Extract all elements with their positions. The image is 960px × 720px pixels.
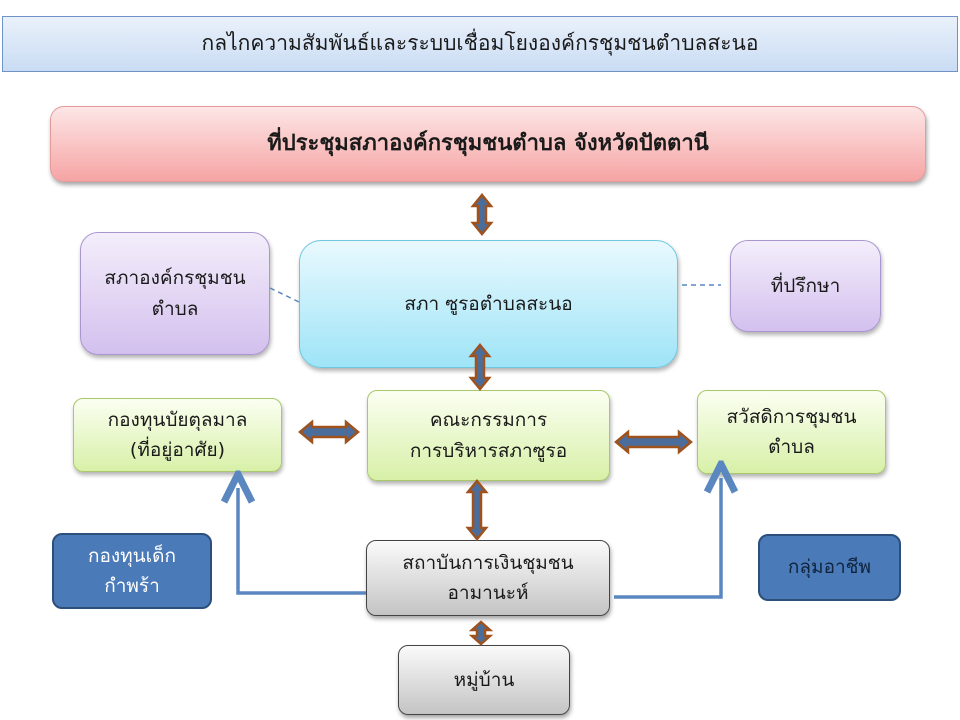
node-label-line1: คณะกรรมการ: [429, 409, 548, 432]
node-label-line2: ตำบล: [151, 297, 199, 320]
node-label-line2: อามานะห์: [447, 582, 529, 604]
double-arrow-committee-welfare: [614, 429, 693, 455]
node-label-line2: กำพร้า: [104, 575, 160, 597]
flow-arrow-to-welfare: [614, 478, 721, 599]
node-management-committee: คณะกรรมการ การบริหารสภาซูรอ: [367, 390, 610, 481]
double-arrow-council-committee: [468, 343, 492, 391]
diagram-title-bar: กลไกความสัมพันธ์และระบบเชื่อมโยงองค์กรชุ…: [2, 16, 958, 72]
node-provincial-council-meeting: ที่ประชุมสภาองค์กรชุมชนตำบล จังหวัดปัตตา…: [50, 106, 926, 182]
header-label: ที่ประชุมสภาองค์กรชุมชนตำบล จังหวัดปัตตา…: [267, 131, 709, 157]
node-community-assembly: สภาองค์กรชุมชน ตำบล: [80, 232, 270, 355]
node-community-finance-institute: สถาบันการเงินชุมชน อามานะห์: [366, 540, 610, 616]
node-community-welfare: สวัสดิการชุมชน ตำบล: [697, 390, 886, 474]
dashed-link-assembly: [269, 287, 300, 303]
node-orphan-fund: กองทุนเด็ก กำพร้า: [52, 533, 212, 609]
node-label: สภา ซูรอตำบลสะนอ: [404, 292, 573, 315]
double-arrow-header-council: [470, 193, 494, 236]
node-label-line2: (ที่อยู่อาศัย): [129, 439, 226, 461]
node-label-line1: สถาบันการเงินชุมชน: [402, 551, 574, 574]
double-arrow-committee-finance: [465, 479, 489, 541]
node-label-line2: ตำบล: [768, 436, 815, 458]
node-label-line1: กองทุนบัยตุลมาล: [107, 408, 248, 431]
node-advisor: ที่ปรึกษา: [730, 240, 881, 332]
node-label-line1: สวัสดิการชุมชน: [726, 405, 857, 428]
flow-arrow-to-fund: [238, 488, 366, 595]
node-label: กลุ่มอาชีพ: [787, 556, 872, 579]
diagram-title: กลไกความสัมพันธ์และระบบเชื่อมโยงองค์กรชุ…: [201, 31, 759, 56]
node-baitulmal-fund: กองทุนบัยตุลมาล (ที่อยู่อาศัย): [73, 398, 282, 472]
double-arrow-fund-committee: [298, 419, 360, 445]
node-label: หมู่บ้าน: [453, 668, 515, 691]
node-label-line1: สภาองค์กรชุมชน: [104, 267, 246, 290]
node-label-line2: การบริหารสภาซูรอ: [409, 439, 568, 462]
node-career-group: กลุ่มอาชีพ: [758, 534, 901, 601]
node-shura-council: สภา ซูรอตำบลสะนอ: [299, 240, 678, 368]
node-village: หมู่บ้าน: [398, 645, 570, 715]
double-arrow-finance-village: [468, 620, 494, 646]
node-label: ที่ปรึกษา: [770, 274, 841, 297]
node-label-line1: กองทุนเด็ก: [87, 544, 177, 567]
